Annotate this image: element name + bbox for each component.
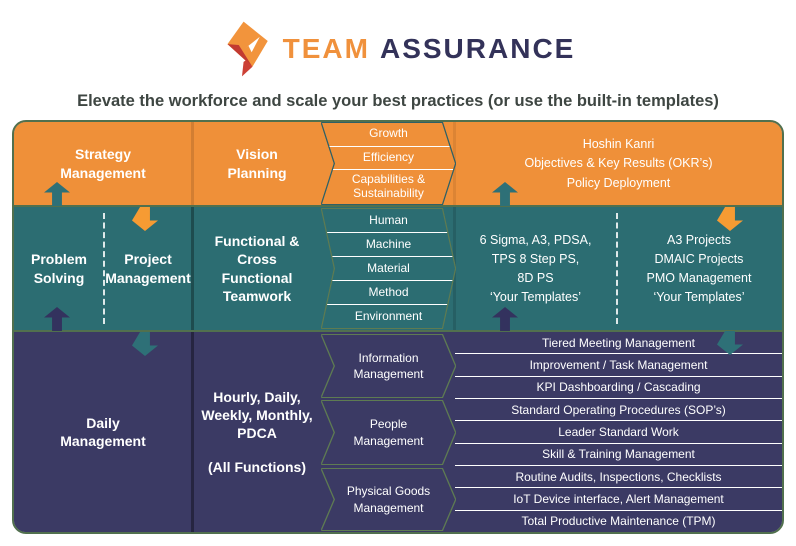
vision-planning-label: Vision Planning xyxy=(227,146,287,181)
vision-planning-cell: Vision Planning xyxy=(192,122,322,205)
template-line: 6 Sigma, A3, PDSA, xyxy=(479,232,592,247)
practice-row: Routine Audits, Inspections, Checklists xyxy=(455,466,782,489)
template-line: 8D PS xyxy=(517,271,554,285)
problem-solving-templates-cell: 6 Sigma, A3, PDSA, TPS 8 Step PS, 8D PS … xyxy=(455,207,616,330)
team-chevron-row: Environment xyxy=(354,308,423,323)
project-management-label: Project Management xyxy=(105,251,191,286)
template-line: TPS 8 Step PS, xyxy=(491,251,580,266)
daily-management-cell: Daily Management xyxy=(14,332,192,532)
tagline: Elevate the workforce and scale your bes… xyxy=(77,92,719,110)
practice-row: Total Productive Maintenance (TPM) xyxy=(521,514,716,529)
strategy-method-line: Policy Deployment xyxy=(566,175,671,190)
strategy-chevron-row: Growth xyxy=(322,123,455,147)
problem-solving-label: Problem Solving xyxy=(30,251,87,286)
logo-word-assurance: ASSURANCE xyxy=(379,33,576,64)
strategy-method-line: Objectives & Key Results (OKR’s) xyxy=(524,156,713,171)
daily-band: Daily Management Hourly, Daily, Weekly, … xyxy=(14,330,782,532)
physical-goods-management-chevron: Physical Goods Management xyxy=(322,469,455,530)
template-line: PMO Management xyxy=(646,271,752,285)
team-chevron-row: Method xyxy=(322,281,455,305)
practice-row: IoT Device interface, Alert Management xyxy=(455,488,782,511)
divider xyxy=(191,207,194,330)
team-band: Problem Solving Project Management Funct… xyxy=(14,205,782,330)
template-line: ‘Your Templates’ xyxy=(489,290,581,305)
team-chevron-row: Machine xyxy=(322,233,455,257)
group-label: Information Management xyxy=(353,350,424,381)
information-management-chevron: Information Management xyxy=(322,335,455,397)
teamwork-label: Functional & Cross Functional Teamwork xyxy=(214,233,300,304)
practice-row: Improvement / Task Management xyxy=(455,354,782,377)
template-line: ‘Your Templates’ xyxy=(653,290,745,305)
strategy-methods-cell: Hoshin Kanri Objectives & Key Results (O… xyxy=(455,122,782,205)
strategy-chevron-row: Efficiency xyxy=(322,147,455,171)
project-management-cell: Project Management xyxy=(104,207,192,330)
people-management-chevron: People Management xyxy=(322,401,455,464)
divider xyxy=(191,332,194,532)
strategy-chevron-ribbon: Growth Efficiency Capabilities & Sustain… xyxy=(322,123,455,204)
practice-row: Skill & Training Management xyxy=(455,444,782,466)
daily-cadence-cell: Hourly, Daily, Weekly, Monthly, PDCA (Al… xyxy=(192,332,322,532)
practice-row: Leader Standard Work xyxy=(455,421,782,444)
practice-row: KPI Dashboarding / Cascading xyxy=(455,377,782,399)
teamassurance-logo: TEAM ASSURANCE xyxy=(0,20,796,78)
dashed-divider xyxy=(616,213,618,324)
strategy-band: Strategy Management Vision Planning Grow… xyxy=(14,122,782,205)
strategy-management-cell: Strategy Management xyxy=(14,122,192,205)
all-functions-label: (All Functions) xyxy=(208,459,306,476)
strategy-management-label: Strategy Management xyxy=(60,146,146,181)
problem-solving-cell: Problem Solving xyxy=(14,207,104,330)
practice-row: Standard Operating Procedures (SOP’s) xyxy=(455,399,782,422)
logo-wordmark: TEAM ASSURANCE xyxy=(283,33,576,65)
logo-word-team: TEAM xyxy=(282,33,370,64)
divider xyxy=(191,122,194,205)
daily-practice-rows: Tiered Meeting Management Improvement / … xyxy=(455,332,782,532)
daily-cadence-label: Hourly, Daily, Weekly, Monthly, PDCA xyxy=(201,388,313,441)
framework-diagram: Strategy Management Vision Planning Grow… xyxy=(12,120,784,534)
group-label: People Management xyxy=(353,417,424,448)
template-line: A3 Projects xyxy=(667,232,731,247)
strategy-method-line: Hoshin Kanri xyxy=(582,137,655,152)
team-chevron-row: Material xyxy=(322,257,455,281)
teamwork-cell: Functional & Cross Functional Teamwork xyxy=(192,207,322,330)
dashed-divider xyxy=(103,213,105,324)
practice-row: Tiered Meeting Management xyxy=(455,332,782,355)
team-chevron-ribbon: Human Machine Material Method Environmen… xyxy=(322,209,455,328)
strategy-chevron-row: Capabilities & Sustainability xyxy=(351,172,426,201)
daily-management-label: Daily Management xyxy=(60,414,146,449)
team-chevron-row: Human xyxy=(322,209,455,233)
template-line: DMAIC Projects xyxy=(654,251,744,266)
project-templates-cell: A3 Projects DMAIC Projects PMO Managemen… xyxy=(616,207,782,330)
group-label: Physical Goods Management xyxy=(346,484,431,515)
teamassurance-logo-icon xyxy=(221,20,271,78)
